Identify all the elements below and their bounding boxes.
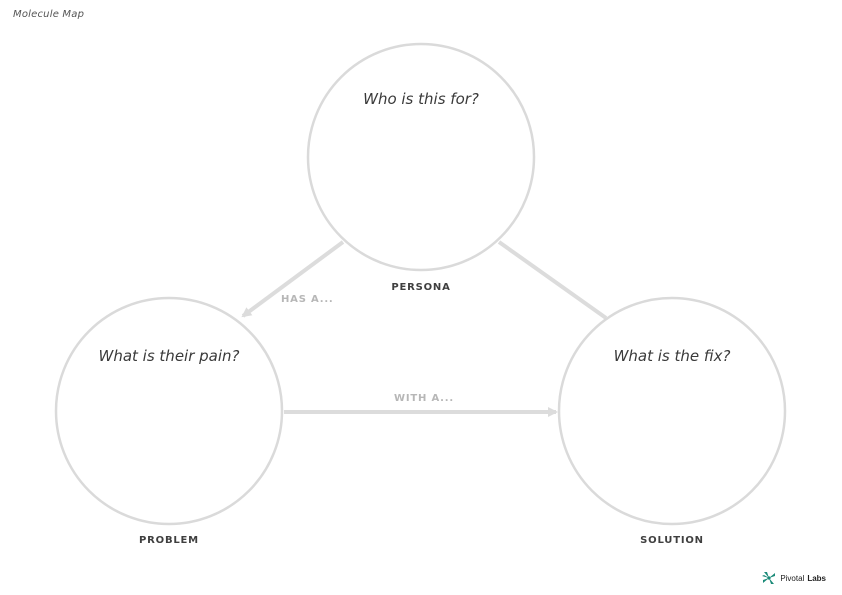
with-a-label: WITH A... [394,393,454,404]
persona-circle[interactable] [306,42,536,272]
map-title: Molecule Map [13,9,85,20]
brand-name: Pivotal [780,573,805,583]
persona-to-problem-arrow [241,240,345,318]
persona-to-solution-connector [497,240,608,320]
pivotal-labs-brand: Pivotal Labs [761,571,826,585]
persona-question: Who is this for? [363,90,479,108]
solution-label: SOLUTION [640,535,704,546]
problem-circle[interactable] [54,296,284,526]
brand-suffix: Labs [807,573,826,583]
solution-circle[interactable] [557,296,787,526]
has-a-label: HAS A... [281,294,334,305]
pivotal-logo-icon [762,572,776,584]
persona-label: PERSONA [391,282,450,293]
solution-question: What is the fix? [614,347,731,365]
problem-label: PROBLEM [139,535,199,546]
problem-question: What is their pain? [99,347,240,365]
